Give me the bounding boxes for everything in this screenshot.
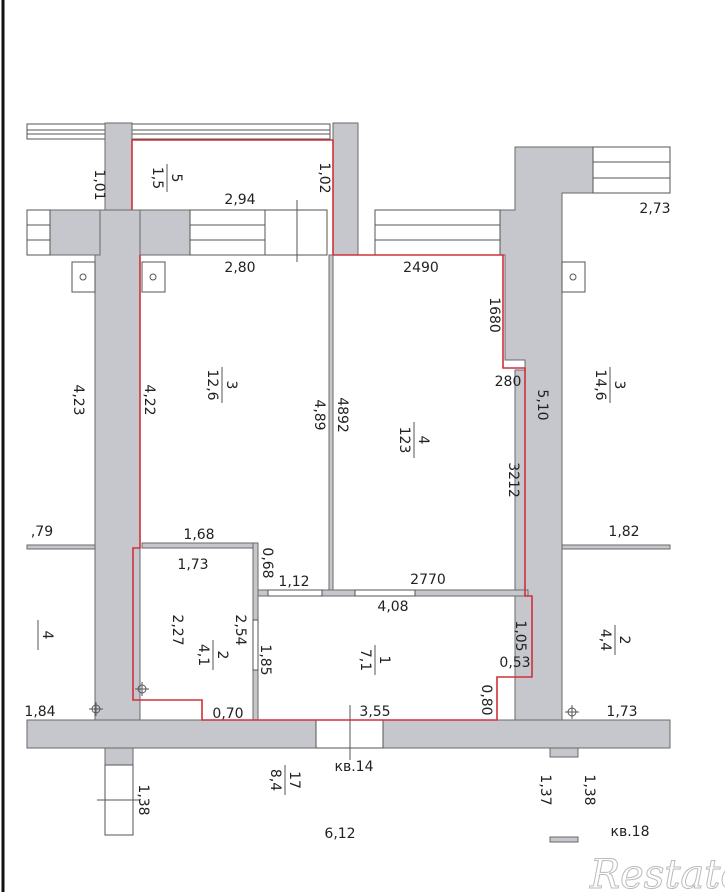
svg-text:1,12: 1,12 <box>278 574 309 590</box>
svg-text:7,1: 7,1 <box>357 649 373 671</box>
dimension-labels: 2,94 2,80 2490 2,73 280 ,79 1,68 1,82 1,… <box>24 162 670 842</box>
svg-text:1,02: 1,02 <box>316 162 332 193</box>
room-4-label: 4 123 <box>396 422 431 458</box>
windows <box>26 146 671 836</box>
svg-text:4892: 4892 <box>334 397 350 433</box>
svg-text:0,53: 0,53 <box>499 655 530 671</box>
room-1-label: 1 7,1 <box>357 645 392 675</box>
svg-text:4: 4 <box>39 631 55 640</box>
svg-text:1,37: 1,37 <box>537 774 553 805</box>
neighbor-room-2-label: 2 4,4 <box>597 625 632 655</box>
svg-text:4,23: 4,23 <box>70 384 86 415</box>
svg-text:1,38: 1,38 <box>581 774 597 805</box>
apartment-outline <box>131 139 533 721</box>
svg-text:0,70: 0,70 <box>212 706 243 722</box>
svg-text:1,73: 1,73 <box>606 704 637 720</box>
apartment-14-label: кв.14 <box>335 759 374 775</box>
room-3-label: 3 12,6 <box>204 367 239 403</box>
socket-icons <box>71 261 586 293</box>
svg-text:1,85: 1,85 <box>257 644 273 675</box>
svg-text:5,10: 5,10 <box>534 389 550 420</box>
svg-text:0,68: 0,68 <box>259 547 275 578</box>
marker-bar <box>549 836 579 843</box>
svg-text:1,05: 1,05 <box>512 620 528 651</box>
svg-text:0,80: 0,80 <box>478 684 494 715</box>
svg-text:2,94: 2,94 <box>224 192 255 208</box>
svg-text:3: 3 <box>611 381 627 390</box>
svg-text:1,84: 1,84 <box>24 704 55 720</box>
corridor-label: 17 8,4 <box>267 765 302 795</box>
svg-text:1,5: 1,5 <box>149 167 165 189</box>
svg-text:2490: 2490 <box>403 260 439 276</box>
svg-text:4,4: 4,4 <box>597 629 613 651</box>
svg-text:2: 2 <box>214 651 230 660</box>
svg-text:2: 2 <box>616 636 632 645</box>
svg-text:123: 123 <box>396 427 412 454</box>
svg-text:2770: 2770 <box>410 572 446 588</box>
svg-text:2,54: 2,54 <box>232 614 248 645</box>
crosshair-icons <box>89 682 579 719</box>
svg-text:3,55: 3,55 <box>359 704 390 720</box>
neighbor-room-3-label: 3 14,6 <box>592 367 627 403</box>
neighbor-room-4-label: 4 <box>37 620 55 650</box>
svg-text:2,80: 2,80 <box>224 260 255 276</box>
apartment-18-label: кв.18 <box>611 824 650 840</box>
svg-text:2,73: 2,73 <box>639 201 670 217</box>
svg-text:1,01: 1,01 <box>91 169 107 200</box>
svg-text:2,27: 2,27 <box>169 614 185 645</box>
svg-text:6,12: 6,12 <box>324 826 355 842</box>
svg-text:1,73: 1,73 <box>177 557 208 573</box>
svg-text:14,6: 14,6 <box>592 369 608 400</box>
svg-text:4: 4 <box>415 436 431 445</box>
svg-text:,79: ,79 <box>31 524 53 540</box>
svg-text:1,38: 1,38 <box>135 784 151 815</box>
svg-text:4,1: 4,1 <box>195 644 211 666</box>
svg-text:4,08: 4,08 <box>377 599 408 615</box>
room-2-label: 2 4,1 <box>195 640 230 670</box>
svg-text:17: 17 <box>286 771 302 789</box>
top-window <box>26 123 331 140</box>
svg-text:3212: 3212 <box>505 462 521 498</box>
svg-text:280: 280 <box>495 374 522 390</box>
svg-text:12,6: 12,6 <box>204 369 220 400</box>
svg-text:4,22: 4,22 <box>141 384 157 415</box>
svg-text:1,68: 1,68 <box>183 527 214 543</box>
svg-text:1680: 1680 <box>486 297 502 333</box>
svg-text:1: 1 <box>376 656 392 665</box>
svg-text:5: 5 <box>168 174 184 183</box>
svg-text:8,4: 8,4 <box>267 769 283 791</box>
svg-text:3: 3 <box>223 381 239 390</box>
svg-text:4,89: 4,89 <box>311 399 327 430</box>
svg-text:1,82: 1,82 <box>608 524 639 540</box>
watermark-logo: Restate <box>589 852 725 892</box>
room-balcony-label: 5 1,5 <box>149 164 184 192</box>
